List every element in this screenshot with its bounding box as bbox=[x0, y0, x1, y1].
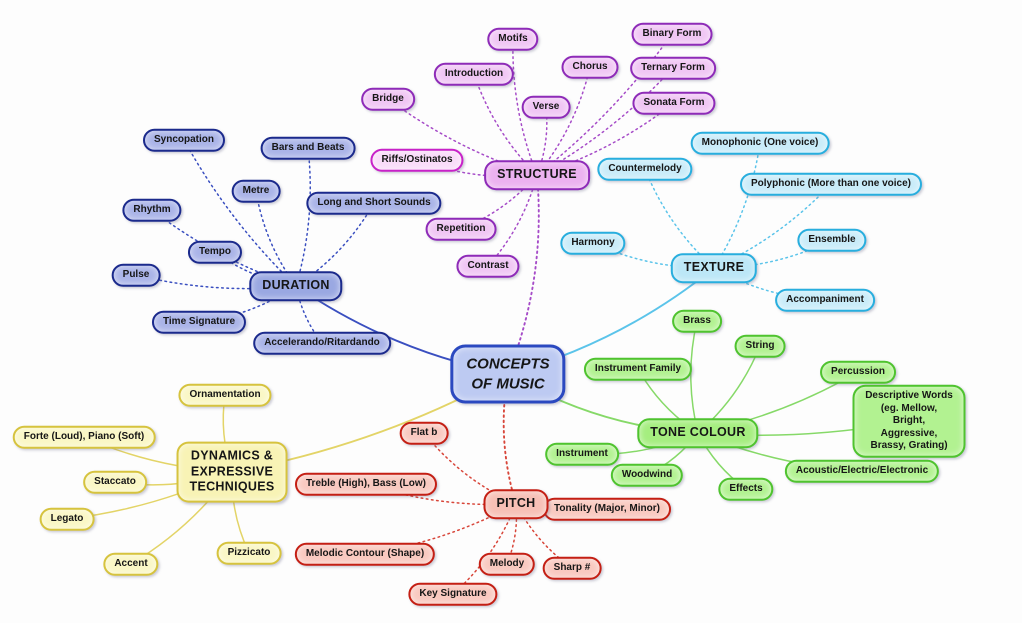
node-key-signature[interactable]: Key Signature bbox=[408, 582, 498, 606]
node-accompaniment[interactable]: Accompaniment bbox=[775, 288, 875, 312]
node-treble-high-bass-low[interactable]: Treble (High), Bass (Low) bbox=[294, 472, 438, 496]
node-acoustic-electric-electronic[interactable]: Acoustic/Electric/Electronic bbox=[784, 459, 940, 483]
node-descriptive-words-eg-mellow-bright[interactable]: Descriptive Words (eg. Mellow, Bright, A… bbox=[852, 384, 966, 458]
node-staccato[interactable]: Staccato bbox=[83, 470, 147, 494]
edge-structure-binary-form bbox=[536, 33, 673, 176]
node-bridge[interactable]: Bridge bbox=[361, 87, 415, 111]
node-instrument-family[interactable]: Instrument Family bbox=[583, 357, 693, 381]
node-harmony[interactable]: Harmony bbox=[560, 231, 626, 255]
node-rhythm[interactable]: Rhythm bbox=[122, 198, 182, 222]
node-effects[interactable]: Effects bbox=[718, 477, 774, 501]
edge-duration-bars-and-beats bbox=[295, 147, 311, 287]
node-string[interactable]: String bbox=[734, 334, 786, 358]
hub-texture[interactable]: TEXTURE bbox=[670, 253, 758, 283]
node-ensemble[interactable]: Ensemble bbox=[797, 228, 867, 252]
hub-structure[interactable]: STRUCTURE bbox=[484, 160, 590, 190]
node-brass[interactable]: Brass bbox=[672, 309, 722, 333]
node-monophonic-one-voice[interactable]: Monophonic (One voice) bbox=[690, 131, 830, 155]
node-introduction[interactable]: Introduction bbox=[433, 62, 515, 86]
edge-structure-bridge bbox=[387, 98, 538, 176]
node-contrast[interactable]: Contrast bbox=[456, 254, 520, 278]
node-repetition[interactable]: Repetition bbox=[425, 217, 497, 241]
node-metre[interactable]: Metre bbox=[231, 179, 281, 203]
node-motifs[interactable]: Motifs bbox=[487, 27, 539, 51]
node-chorus[interactable]: Chorus bbox=[561, 55, 619, 79]
node-tempo[interactable]: Tempo bbox=[187, 240, 243, 264]
node-percussion[interactable]: Percussion bbox=[820, 360, 896, 384]
node-pulse[interactable]: Pulse bbox=[111, 263, 161, 287]
hub-dynamics[interactable]: DYNAMICS & EXPRESSIVE TECHNIQUES bbox=[176, 441, 288, 503]
node-legato[interactable]: Legato bbox=[39, 507, 95, 531]
center-node-concepts[interactable]: CONCEPTS OF MUSIC bbox=[450, 344, 566, 404]
hub-tone-colour[interactable]: TONE COLOUR bbox=[637, 418, 759, 448]
node-melodic-contour-shape[interactable]: Melodic Contour (Shape) bbox=[294, 542, 436, 566]
edge-texture-monophonic-one-voice bbox=[713, 142, 761, 269]
node-ternary-form[interactable]: Ternary Form bbox=[630, 56, 716, 80]
node-accent[interactable]: Accent bbox=[103, 552, 159, 576]
node-bars-and-beats[interactable]: Bars and Beats bbox=[260, 136, 356, 160]
node-tonality-major-minor[interactable]: Tonality (Major, Minor) bbox=[543, 497, 671, 521]
node-forte-loud-piano-soft[interactable]: Forte (Loud), Piano (Soft) bbox=[12, 425, 156, 449]
node-verse[interactable]: Verse bbox=[521, 95, 571, 119]
edge-tone-colour-brass bbox=[690, 320, 699, 434]
node-pizzicato[interactable]: Pizzicato bbox=[216, 541, 282, 565]
node-syncopation[interactable]: Syncopation bbox=[142, 128, 226, 152]
node-binary-form[interactable]: Binary Form bbox=[631, 22, 713, 46]
node-time-signature[interactable]: Time Signature bbox=[151, 310, 247, 334]
node-instrument[interactable]: Instrument bbox=[545, 442, 619, 466]
node-countermelody[interactable]: Countermelody bbox=[597, 157, 693, 181]
node-sonata-form[interactable]: Sonata Form bbox=[632, 91, 716, 115]
edge-pitch-sharp bbox=[515, 503, 573, 569]
hub-pitch[interactable]: PITCH bbox=[483, 489, 549, 519]
node-melody[interactable]: Melody bbox=[478, 552, 536, 576]
node-riffs-ostinatos[interactable]: Riffs/Ostinatos bbox=[370, 148, 464, 172]
node-accelerando-ritardando[interactable]: Accelerando/Ritardando bbox=[253, 331, 391, 355]
hub-duration[interactable]: DURATION bbox=[249, 271, 343, 301]
node-woodwind[interactable]: Woodwind bbox=[610, 463, 684, 487]
node-long-and-short-sounds[interactable]: Long and Short Sounds bbox=[306, 191, 442, 215]
edge-duration-syncopation bbox=[183, 139, 297, 287]
node-flat-b[interactable]: Flat b bbox=[399, 421, 449, 445]
node-polyphonic-more-than-one-voice[interactable]: Polyphonic (More than one voice) bbox=[739, 172, 923, 196]
node-ornamentation[interactable]: Ornamentation bbox=[178, 383, 272, 407]
node-sharp[interactable]: Sharp # bbox=[542, 556, 602, 580]
